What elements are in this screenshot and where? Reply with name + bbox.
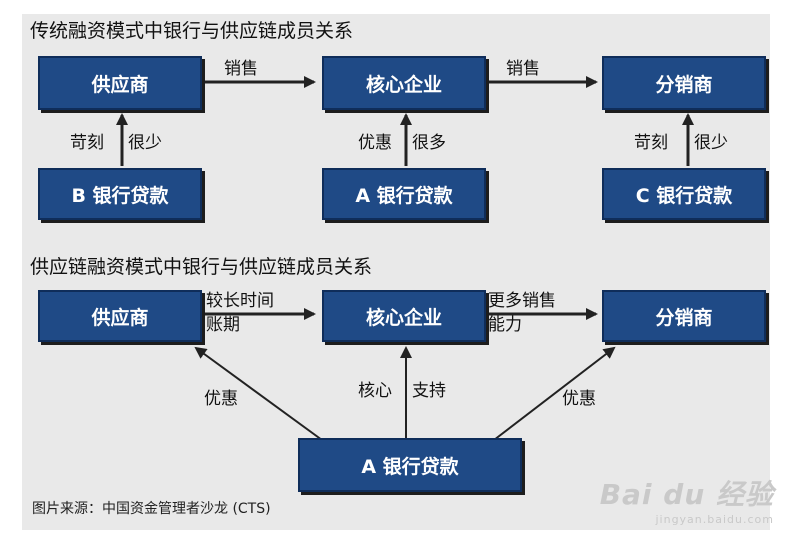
d2-label-long-term-2: 账期 [206, 315, 240, 335]
d1-label-a-favorable: 优惠 [358, 133, 392, 153]
d1-label-a-many: 很多 [412, 133, 446, 153]
d1-label-c-harsh: 苛刻 [634, 133, 668, 153]
diagram2-title: 供应链融资模式中银行与供应链成员关系 [30, 256, 373, 278]
d2-label-more-sales-2: 能力 [488, 315, 522, 335]
d1-label-b-harsh: 苛刻 [70, 133, 104, 153]
d2-label-more-sales-1: 更多销售 [488, 291, 556, 311]
d1-core-box: 核心企业 [322, 56, 486, 110]
d2-label-bank-supplier: 优惠 [204, 389, 238, 409]
d2-label-bank-distributor: 优惠 [562, 389, 596, 409]
arrow2-bank-to-supplier [194, 346, 323, 441]
d1-distributor-box: 分销商 [602, 56, 766, 110]
d2-distributor-box: 分销商 [602, 290, 766, 342]
d2-supplier-box: 供应商 [38, 290, 202, 342]
d2-label-core: 核心 [358, 381, 392, 401]
d1-bank-b-box: B 银行贷款 [38, 168, 202, 220]
d1-bank-a-box: A 银行贷款 [322, 168, 486, 220]
d1-supplier-box: 供应商 [38, 56, 202, 110]
image-source-caption: 图片来源：中国资金管理者沙龙 (CTS) [32, 501, 271, 517]
d1-label-c-few: 很少 [694, 133, 728, 153]
d1-edge-label-sales-2: 销售 [506, 59, 540, 79]
arrow2-bank-to-distributor [493, 346, 616, 441]
d1-bank-c-box: C 银行贷款 [602, 168, 766, 220]
diagram1-title: 传统融资模式中银行与供应链成员关系 [30, 20, 354, 42]
d2-bank-a-box: A 银行贷款 [298, 438, 522, 492]
watermark-brand: Bai du 经验 [599, 478, 774, 511]
d1-label-b-few: 很少 [128, 133, 162, 153]
d2-core-box: 核心企业 [322, 290, 486, 342]
baidu-watermark: Bai du 经验 jingyan.baidu.com [600, 473, 774, 526]
d2-label-support: 支持 [412, 381, 446, 401]
d2-label-long-term-1: 较长时间 [206, 291, 274, 311]
watermark-url: jingyan.baidu.com [655, 513, 774, 526]
d1-edge-label-sales-1: 销售 [224, 59, 258, 79]
